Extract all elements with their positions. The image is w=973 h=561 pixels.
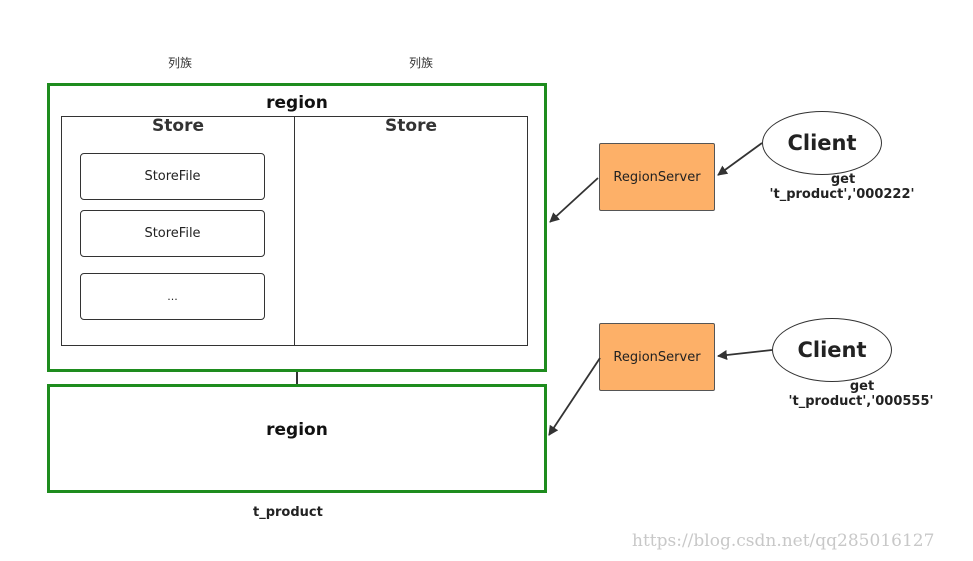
- client-1: Client: [762, 111, 882, 175]
- client-2: Client: [772, 318, 892, 382]
- table-caption: t_product: [253, 505, 323, 520]
- region-server-2: RegionServer: [599, 323, 715, 391]
- store-2-title: Store: [385, 116, 437, 136]
- client-2-query-line1: get: [849, 379, 875, 394]
- region-2-title: region: [266, 420, 328, 440]
- storefile-2: StoreFile: [80, 210, 265, 257]
- watermark: https://blog.csdn.net/qq285016127: [632, 531, 935, 551]
- arrow-rs1-to-region1: [549, 177, 599, 223]
- client-1-query: get 't_product','000222': [742, 172, 942, 202]
- client-1-query-line1: get: [830, 172, 856, 187]
- region-1-title: region: [266, 93, 328, 113]
- store-2: Store: [294, 116, 528, 346]
- client-2-query: get 't_product','000555': [761, 379, 961, 409]
- region-1: region Store StoreFile StoreFile ... Sto…: [47, 83, 547, 372]
- client-1-query-line2: 't_product','000222': [769, 187, 915, 202]
- column-family-label-1: 列族: [167, 56, 192, 70]
- storefile-1: StoreFile: [80, 153, 265, 200]
- arrow-client1-to-rs1: [717, 142, 763, 176]
- store-1: Store StoreFile StoreFile ...: [61, 116, 295, 346]
- client-2-query-line2: 't_product','000555': [788, 394, 934, 409]
- region-server-1: RegionServer: [599, 143, 715, 211]
- region-2: region: [47, 384, 547, 493]
- arrow-client2-to-rs2: [717, 349, 773, 360]
- arrow-rs2-to-region2: [548, 357, 601, 436]
- region-connector: [296, 372, 298, 384]
- column-family-label-2: 列族: [408, 56, 433, 70]
- store-1-title: Store: [152, 116, 204, 136]
- storefile-ellipsis: ...: [80, 273, 265, 320]
